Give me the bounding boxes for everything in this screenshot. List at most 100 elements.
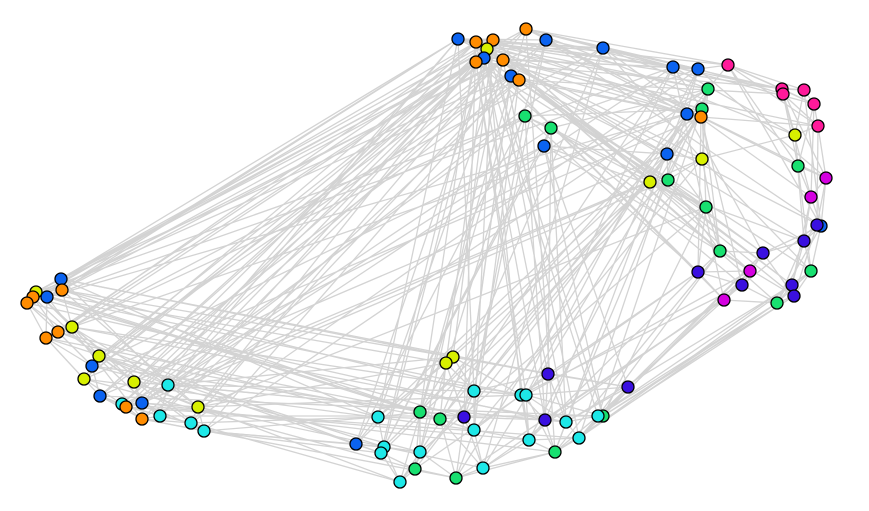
graph-edge	[727, 64, 819, 127]
graph-edge	[60, 75, 512, 280]
graph-edge	[99, 395, 599, 417]
graph-node	[787, 289, 801, 303]
graph-node	[467, 423, 481, 437]
graph-edge	[463, 416, 546, 421]
graph-edge	[57, 113, 688, 333]
graph-edge	[46, 68, 699, 298]
graph-edge	[452, 39, 494, 358]
edge-layer	[26, 28, 827, 483]
graph-edge	[463, 416, 484, 469]
graph-edge	[414, 271, 699, 470]
graph-edge	[377, 411, 421, 418]
graph-node	[371, 410, 385, 424]
graph-edge	[782, 93, 799, 167]
graph-edge	[518, 79, 784, 95]
graph-edge	[71, 326, 527, 396]
graph-node	[643, 175, 657, 189]
graph-edge	[482, 439, 530, 469]
graph-node	[717, 293, 731, 307]
graph-node	[93, 389, 107, 403]
graph-edge	[510, 75, 812, 272]
graph-edge	[141, 418, 192, 424]
graph-edge	[810, 225, 822, 272]
graph-node	[756, 246, 770, 260]
graph-edge	[545, 39, 674, 68]
graph-edge	[565, 179, 669, 423]
graph-edge	[817, 125, 827, 179]
graph-edge	[782, 93, 812, 198]
graph-edge	[550, 127, 707, 208]
graph-edge	[544, 181, 651, 421]
graph-node	[486, 33, 500, 47]
graph-edge	[439, 362, 447, 420]
graph-edge	[57, 331, 93, 367]
graph-edge	[35, 39, 494, 293]
graph-edge	[727, 64, 805, 91]
graph-node	[572, 431, 586, 445]
graph-edge	[697, 68, 784, 95]
graph-edge	[455, 113, 688, 479]
node-layer	[20, 22, 833, 489]
graph-edge	[45, 337, 85, 380]
graph-edge	[820, 177, 827, 227]
graph-edge	[414, 468, 457, 479]
graph-edge	[61, 289, 441, 420]
graph-edge	[672, 66, 725, 301]
graph-edge	[439, 418, 484, 469]
graph-node	[538, 413, 552, 427]
graph-edge	[700, 116, 743, 286]
graph-edge	[45, 337, 421, 413]
graph-edge	[355, 39, 494, 445]
graph-edge	[71, 326, 567, 423]
graph-edge	[91, 365, 421, 453]
graph-node	[691, 62, 705, 76]
graph-node	[776, 87, 790, 101]
graph-edge	[61, 59, 504, 291]
graph-edge	[791, 240, 805, 286]
graph-edge	[794, 134, 805, 242]
graph-edge	[60, 38, 459, 280]
graph-edge	[502, 59, 674, 68]
graph-edge	[91, 59, 504, 367]
graph-edge	[697, 206, 707, 273]
graph-node	[541, 367, 555, 381]
graph-edge	[578, 302, 778, 439]
graph-node	[54, 272, 68, 286]
graph-edge	[705, 206, 721, 252]
graph-node	[522, 433, 536, 447]
graph-edge	[98, 75, 512, 357]
graph-edge	[547, 373, 629, 388]
graph-edge	[57, 61, 477, 333]
graph-node	[65, 320, 79, 334]
graph-edge	[141, 59, 504, 420]
graph-node	[467, 384, 481, 398]
graph-edge	[723, 299, 778, 304]
graph-edge	[602, 47, 812, 198]
graph-edge	[98, 48, 488, 357]
graph-edge	[197, 362, 447, 408]
graph-node	[469, 55, 483, 69]
graph-edge	[455, 299, 725, 479]
graph-node	[518, 109, 532, 123]
graph-node	[591, 409, 605, 423]
graph-edge	[159, 61, 477, 417]
graph-node	[660, 147, 674, 161]
graph-edge	[125, 115, 526, 408]
graph-edge	[419, 113, 688, 413]
graph-edge	[46, 296, 522, 396]
graph-node	[797, 234, 811, 248]
graph-node	[548, 445, 562, 459]
graph-edge	[667, 158, 703, 181]
graph-node	[85, 359, 99, 373]
graph-edge	[543, 145, 805, 242]
graph-edge	[520, 284, 743, 396]
graph-edge	[46, 61, 477, 298]
graph-node	[153, 409, 167, 423]
graph-edge	[457, 38, 822, 227]
graph-node	[374, 446, 388, 460]
graph-edge	[197, 75, 512, 408]
graph-edge	[377, 59, 504, 418]
graph-node	[39, 331, 53, 345]
graph-edge	[686, 68, 699, 115]
